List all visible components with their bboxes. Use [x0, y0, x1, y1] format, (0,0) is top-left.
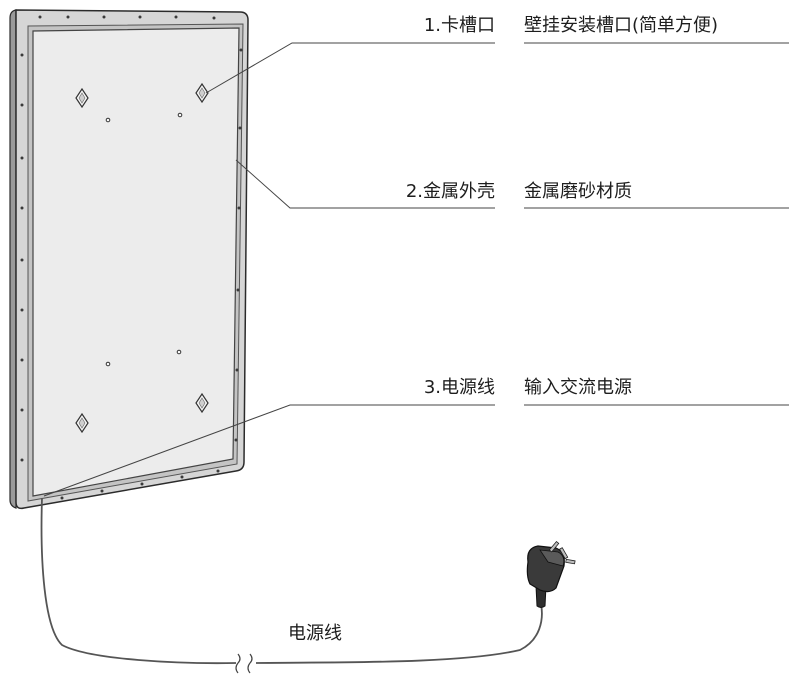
- frame-screw-dot: [238, 126, 242, 130]
- frame-screw-dot: [140, 482, 144, 486]
- mounting-slot: [75, 87, 89, 109]
- metal-shell-panel: [32, 27, 240, 497]
- plug-face: [539, 549, 565, 567]
- frame-screw-dot: [234, 438, 238, 442]
- mounting-slot: [195, 392, 209, 414]
- frame-screw-dot: [102, 15, 106, 19]
- frame-screw-dot: [20, 458, 24, 462]
- frame-screw-dot: [100, 489, 104, 493]
- frame-screw-dot: [20, 156, 24, 160]
- frame-screw-dot: [236, 288, 240, 292]
- callout-leaders: [43, 42, 789, 497]
- power-plug: [526, 540, 576, 608]
- mounting-slot: [195, 82, 209, 104]
- cable-label: 电源线: [288, 623, 342, 644]
- panel-hole: [176, 349, 182, 355]
- panel-hole: [105, 361, 111, 367]
- plug-prong: [565, 558, 576, 565]
- frame-screw-dot: [174, 15, 178, 19]
- frame-screw-dot: [180, 475, 184, 479]
- frame-screw-dot: [239, 48, 243, 52]
- frame-screw-dot: [20, 308, 24, 312]
- callout-leader-2: [235, 159, 495, 209]
- callout-description: 输入交流电源: [524, 377, 632, 398]
- callout-leader-1: [205, 42, 495, 94]
- callout-description: 金属磨砂材质: [524, 181, 632, 202]
- panel-hole: [105, 117, 111, 123]
- plug-prong: [559, 547, 569, 560]
- mounting-slot: [75, 412, 89, 434]
- frame-screw-dot: [20, 103, 24, 107]
- mounting-slots: [75, 82, 209, 434]
- panel-hole: [177, 112, 183, 118]
- callout-description: 壁挂安装槽口(简单方便): [524, 15, 718, 36]
- plug-prong: [548, 540, 560, 553]
- frame-screw-dots: [20, 15, 243, 500]
- callout-leader-3: [43, 404, 495, 497]
- frame-screw-dot: [216, 469, 220, 473]
- power-cable: [255, 603, 543, 664]
- frame-screw-dot: [20, 206, 24, 210]
- frame-screw-dot: [237, 206, 241, 210]
- callout-label: 1.卡槽口: [424, 15, 495, 36]
- power-cable: [40, 497, 237, 665]
- frame-screw-dot: [20, 53, 24, 57]
- frame-screw-dot: [138, 15, 142, 19]
- frame-screw-dot: [235, 368, 239, 372]
- frame-screw-dot: [212, 16, 216, 20]
- callout-label: 3.电源线: [424, 377, 495, 398]
- frame-screw-dot: [20, 258, 24, 262]
- frame-screw-dot: [66, 15, 70, 19]
- frame-screw-dot: [20, 408, 24, 412]
- frame-side-edge: [9, 9, 17, 509]
- plug-prongs: [548, 540, 576, 565]
- frame-screw-dot: [20, 358, 24, 362]
- frame-screw-dot: [38, 15, 42, 19]
- callout-label: 2.金属外壳: [406, 181, 495, 202]
- panel-holes: [105, 112, 183, 367]
- cable-break-mark: [235, 653, 253, 674]
- frame-screw-dot: [60, 496, 64, 500]
